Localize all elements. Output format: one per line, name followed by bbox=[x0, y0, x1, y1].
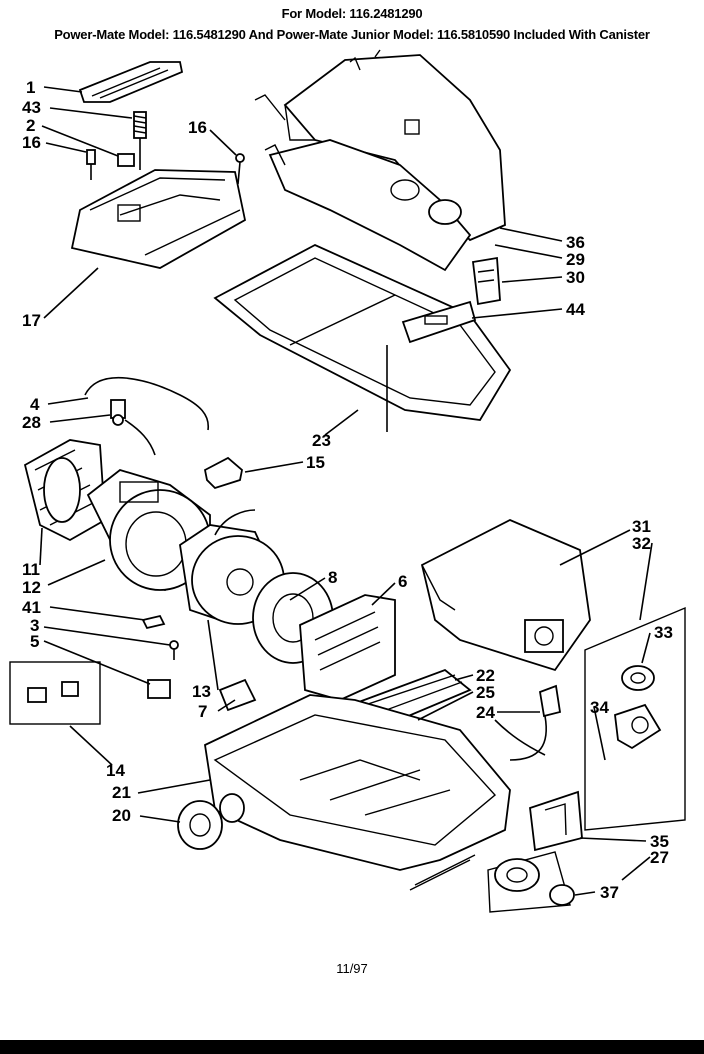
callout-7: 7 bbox=[198, 702, 207, 721]
callout-31: 31 bbox=[632, 517, 651, 536]
model-subtitle: Power-Mate Model: 116.5481290 And Power-… bbox=[54, 27, 650, 42]
callout-27: 27 bbox=[650, 848, 669, 867]
callout-23: 23 bbox=[312, 431, 331, 450]
part-power-cord bbox=[84, 376, 209, 456]
callout-24: 24 bbox=[476, 703, 495, 722]
callout-36: 36 bbox=[566, 233, 585, 252]
part-screw-left bbox=[86, 149, 96, 180]
callout-22: 22 bbox=[476, 666, 495, 685]
callout-25: 25 bbox=[476, 683, 495, 702]
callout-29: 29 bbox=[566, 250, 585, 269]
callout-32: 32 bbox=[632, 534, 651, 553]
part-base-body bbox=[204, 694, 511, 891]
part-screw-mid bbox=[169, 640, 179, 660]
part-latch bbox=[117, 153, 135, 167]
callout-3: 3 bbox=[30, 616, 39, 635]
part-front-wheel bbox=[177, 800, 223, 850]
part-switch-bracket bbox=[203, 456, 243, 490]
callout-35: 35 bbox=[650, 832, 669, 851]
part-air-duct bbox=[299, 594, 396, 701]
part-cord-reel bbox=[494, 684, 562, 761]
part-lid-inner bbox=[254, 94, 472, 272]
callout-5: 5 bbox=[30, 632, 39, 651]
callout-21: 21 bbox=[112, 783, 131, 802]
callout-20: 20 bbox=[112, 806, 131, 825]
part-rear-wheel bbox=[219, 793, 245, 823]
callout-43: 43 bbox=[22, 98, 41, 117]
callout-12: 12 bbox=[22, 578, 41, 597]
callout-17: 17 bbox=[22, 311, 41, 330]
diagram-title: For Model: 116.2481290 bbox=[281, 6, 423, 21]
part-spring bbox=[133, 111, 147, 170]
callout-28: 28 bbox=[22, 413, 41, 432]
callout-8: 8 bbox=[328, 568, 337, 587]
part-cord-switch bbox=[110, 399, 126, 426]
leader-lines bbox=[39, 86, 653, 896]
callout-33: 33 bbox=[654, 623, 673, 642]
callout-1: 1 bbox=[26, 78, 35, 97]
part-connector-set bbox=[9, 661, 101, 725]
callout-13: 13 bbox=[192, 682, 211, 701]
callout-30: 30 bbox=[566, 268, 585, 287]
part-bracket-right bbox=[529, 790, 583, 852]
part-lid-latch bbox=[472, 256, 501, 306]
bottom-border bbox=[0, 1040, 704, 1054]
callout-14: 14 bbox=[106, 761, 125, 780]
callout-2: 2 bbox=[26, 116, 35, 135]
callout-41: 41 bbox=[22, 598, 41, 617]
part-filter-bracket bbox=[401, 300, 477, 344]
callout-44: 44 bbox=[566, 300, 585, 319]
part-exhaust-filter bbox=[23, 439, 106, 542]
part-caster-assembly bbox=[487, 851, 575, 913]
part-top-cover bbox=[70, 169, 247, 269]
part-clip bbox=[141, 614, 166, 630]
part-bag-holder-panel bbox=[584, 606, 686, 831]
part-screw-right bbox=[235, 153, 245, 185]
callout-34: 34 bbox=[590, 698, 609, 717]
callout-15: 15 bbox=[306, 453, 325, 472]
callout-6: 6 bbox=[398, 572, 407, 591]
callout-4: 4 bbox=[30, 395, 40, 414]
part-filter-frame bbox=[213, 243, 512, 421]
callout-16-left: 16 bbox=[22, 133, 41, 152]
footer-date: 11/97 bbox=[336, 961, 368, 976]
callout-11: 11 bbox=[22, 560, 40, 579]
callout-16-right: 16 bbox=[188, 118, 207, 137]
part-dust-bag bbox=[420, 519, 591, 672]
part-bumper bbox=[218, 678, 257, 712]
part-switch bbox=[147, 679, 171, 699]
callout-37: 37 bbox=[600, 883, 619, 902]
part-handle-grip bbox=[78, 61, 184, 103]
